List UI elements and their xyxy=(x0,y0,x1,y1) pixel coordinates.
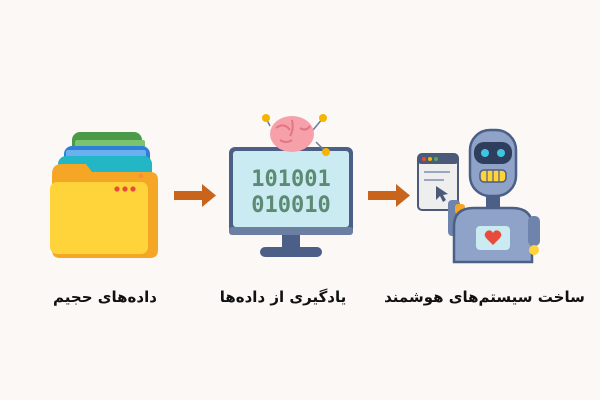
arrow-right-icon xyxy=(368,184,410,207)
robot-icon xyxy=(417,128,540,264)
step-label-big-data: داده‌های حجیم xyxy=(53,288,157,306)
step-label-build-intelligent-systems: ساخت سیستم‌های هوشمند xyxy=(384,288,585,306)
folders-icon xyxy=(50,132,158,258)
monitor-brain-icon xyxy=(229,114,353,257)
step-label-learning-from-data: یادگیری از داده‌ها xyxy=(219,288,347,306)
binary-text-line-2: 010010 xyxy=(251,193,330,218)
arrow-right-icon xyxy=(174,184,216,207)
binary-text-line-1: 101001 xyxy=(251,167,330,192)
